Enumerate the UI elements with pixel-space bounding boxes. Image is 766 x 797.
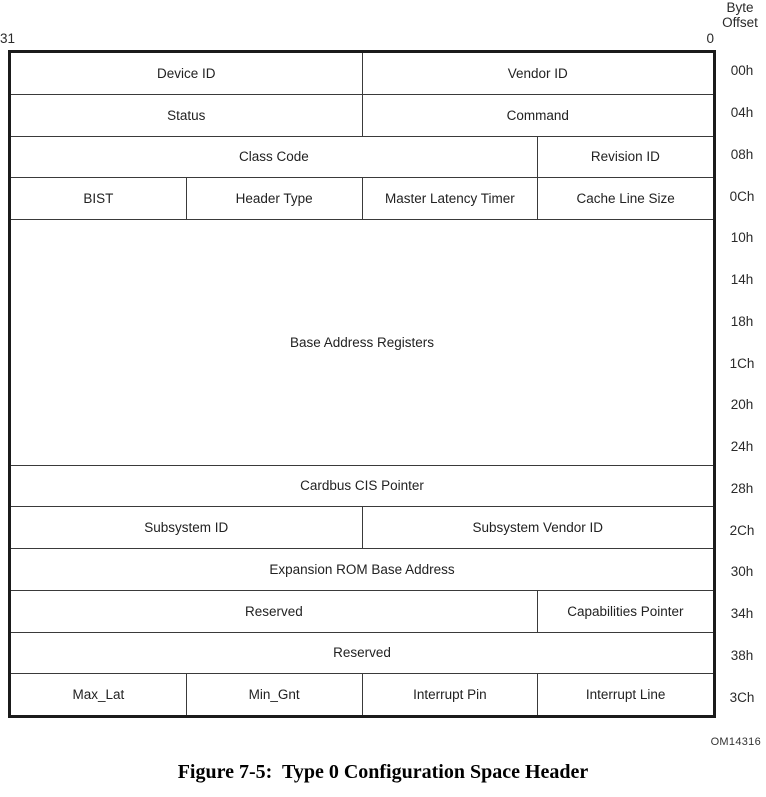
- register-cell-max-lat: Max_Lat: [11, 674, 187, 715]
- byte-offset-08h: 08h: [730, 146, 754, 162]
- register-cell-subsystem-vendor-id: Subsystem Vendor ID: [472, 520, 604, 536]
- register-cell-base-address-registers: Base Address Registers: [289, 334, 435, 350]
- register-row-08h: Class Code Revision ID: [11, 136, 713, 179]
- register-cell-status: Status: [11, 94, 363, 136]
- register-cell-min-gnt: Min_Gnt: [187, 674, 363, 715]
- register-row-38h: Reserved: [11, 633, 713, 675]
- figure-number: OM14316: [710, 736, 761, 748]
- register-cell-expansion-rom-base-address: Expansion ROM Base Address: [269, 561, 455, 577]
- register-row-28h: Cardbus CIS Pointer: [11, 466, 713, 508]
- byte-offset-18h: 18h: [730, 313, 754, 329]
- register-cell-revision-id: Revision ID: [590, 149, 660, 165]
- register-row-10h-24h: Base Address Registers: [11, 220, 713, 466]
- byte-offset-header-line2: Offset: [722, 14, 758, 30]
- byte-offset-34h: 34h: [730, 606, 754, 622]
- byte-offset-30h: 30h: [730, 564, 754, 580]
- register-cell-bist: BIST: [11, 178, 187, 219]
- register-cell-subsystem-id: Subsystem ID: [11, 507, 363, 548]
- register-cell-cardbus-cis-pointer: Cardbus CIS Pointer: [300, 478, 424, 494]
- bit-index-31: 31: [0, 31, 16, 46]
- register-cell-command: Command: [506, 107, 569, 123]
- byte-offset-04h: 04h: [730, 105, 754, 121]
- register-cell-class-code: Class Code: [11, 136, 538, 178]
- byte-offset-3ch: 3Ch: [729, 689, 755, 705]
- byte-offset-28h: 28h: [730, 480, 754, 496]
- register-cell-master-latency-timer: Master Latency Timer: [363, 178, 539, 219]
- bit-index-0: 0: [706, 31, 714, 46]
- register-row-30h: Expansion ROM Base Address: [11, 549, 713, 591]
- register-row-34h: Reserved Capabilities Pointer: [11, 590, 713, 633]
- byte-offset-header-line1: Byte: [726, 0, 754, 15]
- register-cell-vendor-id: Vendor ID: [507, 65, 568, 81]
- offset-column: 00h 04h 08h 0Ch 10h 14h 18h 1Ch 20h 24h 28h 2Ch 30h 3…: [718, 50, 766, 718]
- register-cell-interrupt-line: Interrupt Line: [585, 687, 666, 703]
- byte-offset-1ch: 1Ch: [729, 355, 755, 371]
- register-row-2ch: Subsystem ID Subsystem Vendor ID: [11, 507, 713, 549]
- byte-offset-2ch: 2Ch: [729, 522, 755, 538]
- byte-offset-24h: 24h: [730, 439, 754, 455]
- register-cell-cache-line-size: Cache Line Size: [576, 191, 675, 207]
- register-cell-device-id: Device ID: [11, 53, 363, 94]
- register-row-00h: Device ID Vendor ID: [11, 53, 713, 95]
- byte-offset-header: Byte Offset: [714, 0, 766, 30]
- register-cell-header-type: Header Type: [187, 178, 363, 219]
- register-cell-capabilities-pointer: Capabilities Pointer: [567, 603, 684, 619]
- byte-offset-0ch: 0Ch: [729, 188, 755, 204]
- byte-offset-10h: 10h: [730, 230, 754, 246]
- register-cell-reserved: Reserved: [333, 645, 391, 661]
- register-cell-interrupt-pin: Interrupt Pin: [363, 674, 539, 715]
- byte-offset-00h: 00h: [730, 63, 754, 79]
- byte-offset-14h: 14h: [730, 272, 754, 288]
- register-cell-reserved: Reserved: [11, 590, 538, 632]
- register-row-04h: Status Command: [11, 94, 713, 137]
- byte-offset-38h: 38h: [730, 647, 754, 663]
- byte-offset-20h: 20h: [730, 397, 754, 413]
- figure-caption: Figure 7-5: Type 0 Configuration Space H…: [177, 761, 589, 783]
